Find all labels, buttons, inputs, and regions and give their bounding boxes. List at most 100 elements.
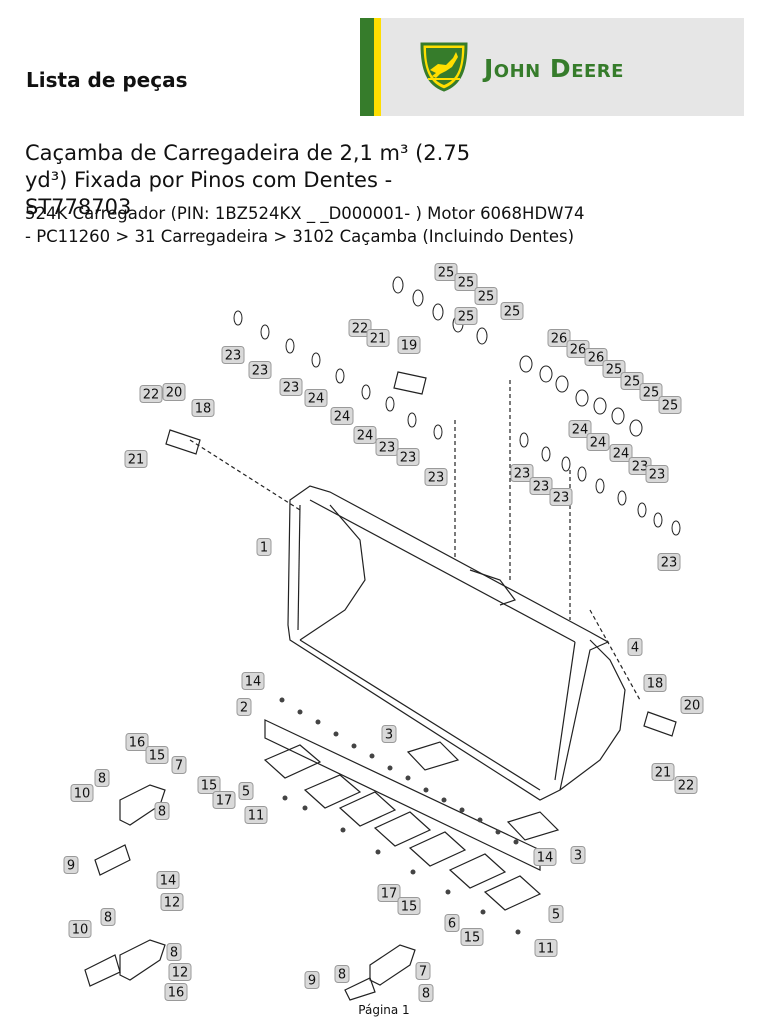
callout-box xyxy=(548,905,564,923)
part-callout: 14 xyxy=(533,848,557,866)
callout-box xyxy=(139,385,163,403)
callout-number: 14 xyxy=(160,874,177,889)
callout-box xyxy=(609,444,633,462)
brand-yellow-stripe xyxy=(374,18,381,116)
part-callout: 17 xyxy=(377,884,401,902)
part-callout: 21 xyxy=(651,763,675,781)
callout-number: 23 xyxy=(225,349,242,364)
brand-wordmark: John Deere xyxy=(484,54,624,83)
callout-number: 20 xyxy=(684,699,701,714)
callout-number: 3 xyxy=(574,849,582,864)
part-callout: 15 xyxy=(397,897,421,915)
part-callout: 23 xyxy=(510,464,534,482)
washer-rings xyxy=(233,276,681,536)
callout-number: 11 xyxy=(248,809,265,824)
part-callout: 23 xyxy=(645,465,669,483)
callout-number: 17 xyxy=(216,794,233,809)
callout-number: 23 xyxy=(632,460,649,475)
part-callout: 5 xyxy=(238,782,254,800)
callout-box xyxy=(460,928,484,946)
callout-box xyxy=(424,468,448,486)
callout-box xyxy=(444,914,460,932)
part-callout: 6 xyxy=(444,914,460,932)
part-callout: 15 xyxy=(197,776,221,794)
callout-box xyxy=(474,287,498,305)
callout-box xyxy=(651,763,675,781)
callout-number: 24 xyxy=(572,423,589,438)
callout-number: 23 xyxy=(661,556,678,571)
part-callout: 17 xyxy=(212,791,236,809)
part-callout: 8 xyxy=(166,943,182,961)
callout-box xyxy=(639,383,663,401)
part-callout: 16 xyxy=(164,983,188,1001)
part-callout: 7 xyxy=(171,756,187,774)
part-callout: 20 xyxy=(680,696,704,714)
bolts xyxy=(279,697,521,935)
callout-box xyxy=(643,674,667,692)
callout-box xyxy=(549,488,573,506)
part-callout: 24 xyxy=(353,426,377,444)
callout-box xyxy=(221,346,245,364)
callout-box xyxy=(620,372,644,390)
callout-number: 21 xyxy=(370,332,387,347)
part-callout: 9 xyxy=(304,971,320,989)
callout-number: 20 xyxy=(166,386,183,401)
callout-box xyxy=(680,696,704,714)
page-number: Página 1 xyxy=(358,1003,410,1017)
callout-box xyxy=(568,420,592,438)
callout-number: 21 xyxy=(655,766,672,781)
callout-box xyxy=(366,329,390,347)
callout-box xyxy=(238,782,254,800)
callout-box xyxy=(434,263,458,281)
callout-number: 8 xyxy=(422,987,430,1002)
part-callout: 3 xyxy=(570,846,586,864)
callout-number: 8 xyxy=(158,805,166,820)
part-callout: 11 xyxy=(534,939,558,957)
part-callout: 25 xyxy=(454,307,478,325)
brand-green-stripe xyxy=(360,18,374,116)
callout-box xyxy=(602,360,626,378)
callout-number: 16 xyxy=(129,736,146,751)
callout-box xyxy=(415,962,431,980)
callout-number: 22 xyxy=(143,388,160,403)
callout-number: 25 xyxy=(504,305,521,320)
part-callout: 23 xyxy=(248,361,272,379)
callout-box xyxy=(256,538,272,556)
document-title: Caçamba de Carregadeira de 2,1 m³ (2.75 … xyxy=(25,141,471,219)
callout-box xyxy=(241,672,265,690)
callout-box xyxy=(191,399,215,417)
part-callout: 25 xyxy=(434,263,458,281)
callout-box xyxy=(454,273,478,291)
callout-box xyxy=(68,920,92,938)
part-callout: 23 xyxy=(375,438,399,456)
part-callout: 8 xyxy=(334,965,350,983)
part-callout: 8 xyxy=(100,908,116,926)
part-callout: 11 xyxy=(244,806,268,824)
part-callout: 21 xyxy=(124,450,148,468)
part-callout: 3 xyxy=(381,725,397,743)
part-callout: 25 xyxy=(454,273,478,291)
callout-box xyxy=(396,448,420,466)
callout-number: 14 xyxy=(245,675,262,690)
part-callout: 25 xyxy=(602,360,626,378)
callout-number: 23 xyxy=(400,451,417,466)
callout-number: 23 xyxy=(649,468,666,483)
part-callout: 23 xyxy=(529,477,553,495)
callout-box xyxy=(166,943,182,961)
part-callout: 25 xyxy=(639,383,663,401)
part-callout: 14 xyxy=(156,871,180,889)
part-callout: 10 xyxy=(70,784,94,802)
part-callout: 9 xyxy=(63,856,79,874)
part-callout: 25 xyxy=(658,396,682,414)
callout-box xyxy=(63,856,79,874)
brand-banner: John Deere xyxy=(360,18,744,116)
callout-number: 24 xyxy=(613,447,630,462)
callout-number: 23 xyxy=(283,381,300,396)
part-callout: 23 xyxy=(221,346,245,364)
callout-box xyxy=(248,361,272,379)
bucket-drawing xyxy=(84,371,677,1001)
part-callout: 22 xyxy=(348,319,372,337)
part-callout: 24 xyxy=(568,420,592,438)
